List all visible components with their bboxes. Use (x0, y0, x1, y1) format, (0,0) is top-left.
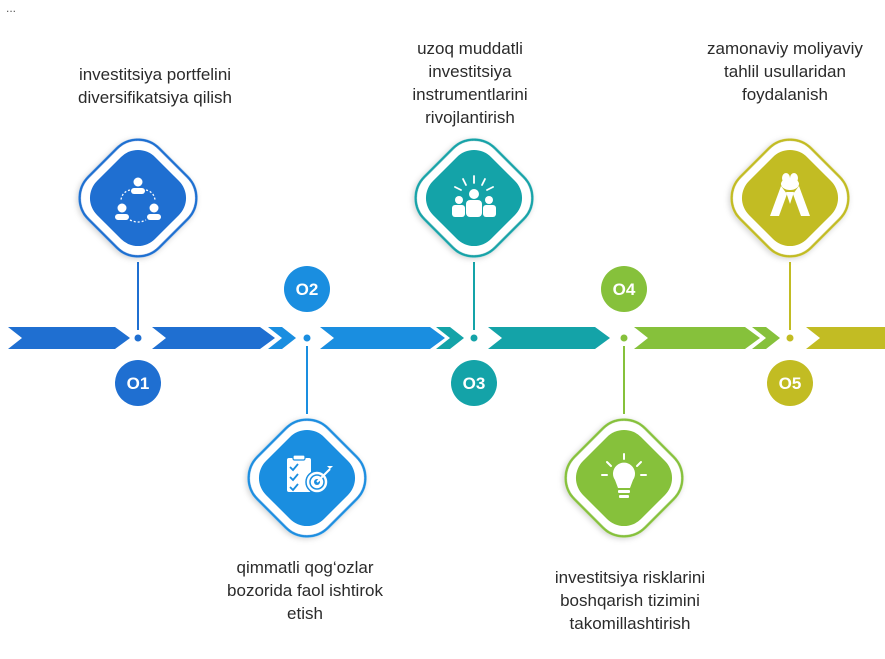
description-line: etish (287, 604, 323, 623)
arrow-segment-1 (8, 327, 130, 349)
step-number: O2 (296, 280, 319, 299)
step-number-badge (115, 360, 161, 406)
timeline-dot (470, 334, 478, 342)
description-line: tahlil usullaridan (724, 62, 846, 81)
description-line: rivojlantirish (425, 108, 515, 127)
arrow-segment-6 (806, 327, 885, 349)
step-number-badge (601, 266, 647, 312)
description-line: boshqarish tizimini (560, 591, 700, 610)
step-5-description: zamonaviy moliyaviy tahlil usullaridan f… (665, 37, 885, 106)
arrow-chevron-3 (436, 327, 464, 349)
lightbulb-icon (601, 453, 647, 498)
description-line: takomillashtirish (569, 614, 691, 633)
arrow-segment-4 (488, 327, 610, 349)
step-number: O1 (127, 374, 150, 393)
description-line: zamonaviy moliyaviy (707, 39, 863, 58)
step-number: O5 (779, 374, 802, 393)
icon-badge (78, 138, 198, 258)
description-line: uzoq muddatli (417, 39, 523, 58)
audience-presentation-icon (452, 175, 496, 217)
arrow-segment-2 (152, 327, 275, 349)
step-number: O3 (463, 374, 486, 393)
step-number-badge (284, 266, 330, 312)
step-4: O4 (564, 266, 684, 538)
description-line: investitsiya portfelini (78, 65, 232, 84)
icon-badge (564, 418, 684, 538)
arrow-timeline (8, 327, 885, 349)
timeline-dot (303, 334, 311, 342)
timeline-dot (786, 334, 794, 342)
arrow-segment-5 (634, 327, 760, 349)
step-5: O5 (730, 138, 850, 406)
step-3: O3 (414, 138, 534, 406)
description-line: diversifikatsiya qilish (78, 88, 232, 107)
step-1: O1 (78, 138, 198, 406)
description-line: qimmatli qog‘ozlar (236, 558, 374, 577)
team-network-icon (115, 177, 161, 223)
step-2-description: qimmatli qog‘ozlar bozorida faol ishtiro… (185, 556, 425, 625)
step-number-badge (451, 360, 497, 406)
icon-badge (730, 138, 850, 258)
description-line: foydalanish (741, 85, 828, 104)
description-line: investitsiya risklarini (554, 568, 706, 587)
arrow-chevron-5 (752, 327, 780, 349)
description-line: bozorida faol ishtirok (227, 581, 383, 600)
hands-together-icon (770, 173, 810, 216)
step-3-description: uzoq muddatli investitsiya instrumentlar… (350, 37, 590, 129)
step-number: O4 (613, 280, 636, 299)
timeline-dot (134, 334, 142, 342)
icon-badge (414, 138, 534, 258)
checklist-target-icon (287, 454, 333, 494)
arrow-segment-3 (320, 327, 445, 349)
timeline-dot (620, 334, 628, 342)
step-1-description: investitsiya portfelini diversifikatsiya… (35, 63, 275, 109)
step-number-badge (767, 360, 813, 406)
step-4-description: investitsiya risklarini boshqarish tizim… (510, 566, 750, 635)
step-2: O2 (247, 266, 367, 538)
arrow-chevron-2 (268, 327, 296, 349)
description-line: instrumentlarini (412, 85, 528, 104)
header-fragment: ... (6, 1, 16, 15)
description-line: investitsiya (428, 62, 512, 81)
icon-badge (247, 418, 367, 538)
